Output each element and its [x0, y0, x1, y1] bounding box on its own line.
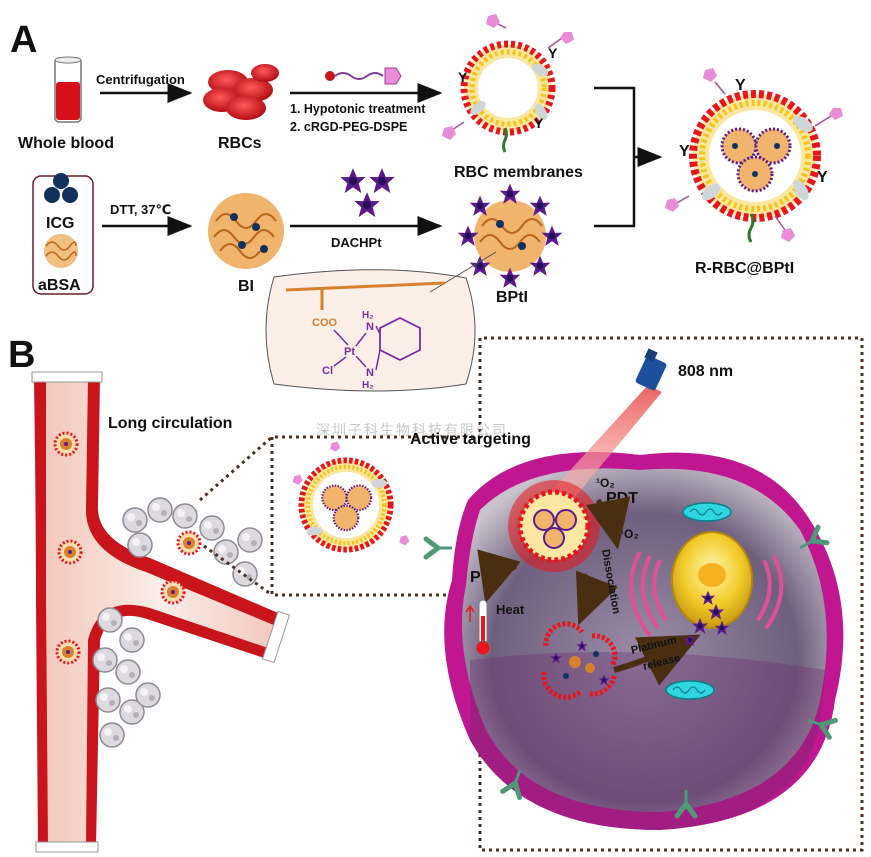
watermark-text: 深圳子科生物科技有限公司	[316, 422, 508, 438]
merge-bracket	[594, 86, 660, 228]
bi-nanoparticle-icon	[208, 193, 284, 269]
bpti-nanoparticle-icon	[457, 183, 563, 288]
singlet-o2-a: ¹O₂	[596, 476, 615, 490]
svg-text:Y: Y	[534, 115, 544, 131]
svg-text:Y: Y	[735, 77, 746, 94]
centrifugation-label: Centrifugation	[96, 72, 185, 87]
chem-n-bottom: N	[366, 367, 374, 379]
bpti-label: BPtI	[496, 289, 528, 306]
pdt-arrow	[586, 496, 631, 550]
dissociated-fragments	[541, 621, 618, 700]
chem-h2-top: H₂	[362, 310, 374, 321]
svg-text:Y: Y	[817, 169, 828, 186]
r-rbc-bpti-icon: Y Y Y	[665, 68, 843, 243]
rbcs-label: RBCs	[218, 135, 262, 152]
test-tube-icon	[54, 56, 82, 123]
active-targeting-label: Active targeting	[410, 431, 531, 448]
icg-label: ICG	[46, 215, 74, 232]
svg-text:Y: Y	[679, 143, 690, 160]
panel-b-label: B	[8, 334, 35, 376]
singlet-o2-b: ¹O₂	[620, 527, 639, 541]
dachpt-star-icon	[340, 168, 395, 218]
platinum-release-arrow	[613, 634, 701, 686]
laser-label: 808 nm	[678, 363, 733, 380]
dachpt-label: DACHPt	[331, 235, 382, 250]
panel-a-label: A	[10, 19, 37, 61]
product-label: R-RBC@BPtI	[695, 260, 794, 277]
whole-blood-label: Whole blood	[18, 135, 114, 152]
nucleus-icon	[629, 531, 784, 638]
rbc-membranes-label: RBC membranes	[454, 164, 583, 181]
dissociation-arrow	[575, 570, 618, 626]
rbc-cluster-icon	[203, 64, 279, 120]
zoom-frame	[199, 336, 864, 852]
heat-label: Heat	[496, 602, 525, 617]
targeting-nanoparticle	[292, 441, 410, 553]
dachpt-structure-callout: COO Pt Cl H₂ N N H₂	[265, 251, 497, 392]
blood-vessel	[31, 371, 291, 853]
thermometer-icon	[465, 599, 491, 656]
bi-label: BI	[238, 278, 254, 295]
dtt-label: DTT, 37℃	[110, 202, 171, 217]
step1-label: 1. Hypotonic treatment	[290, 102, 426, 116]
absa-label: aBSA	[38, 277, 81, 294]
chem-h2-bottom: H₂	[362, 380, 374, 391]
icg-absa-box	[32, 173, 94, 295]
long-circulation-label: Long circulation	[108, 415, 232, 432]
ptt-arrow	[477, 549, 521, 604]
chem-n-top: N	[366, 321, 374, 333]
lipid-peg-icon	[325, 67, 402, 85]
chem-coo: COO	[312, 317, 338, 329]
svg-text:Y: Y	[548, 45, 558, 61]
chem-cl: Cl	[322, 365, 333, 377]
irradiated-nanoparticle	[508, 480, 600, 572]
pdt-label: PDT	[606, 490, 638, 507]
rbc-membrane-vesicle-icon: Y Y Y	[442, 14, 574, 153]
svg-text:Y: Y	[458, 69, 468, 85]
chem-pt: Pt	[344, 346, 355, 358]
step2-label: 2. cRGD-PEG-DSPE	[290, 120, 407, 134]
